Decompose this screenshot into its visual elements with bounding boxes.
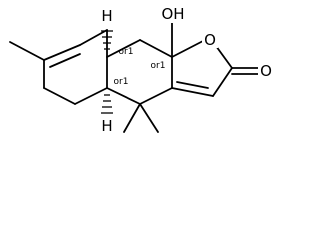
stereo-hydrogen-top (101, 30, 113, 50)
bond-left-methyl (9, 41, 45, 61)
bond-gem-methyl-left (123, 103, 141, 133)
hydroxyl-label: OH (161, 5, 184, 23)
ring-bonds (9, 22, 260, 133)
bond-c6-c5 (43, 87, 76, 105)
bond-c1-c7-double-inner (43, 44, 81, 61)
stereo-hydrogen-bottom (101, 94, 113, 114)
bond-c4-c4a (106, 87, 141, 105)
bond-gem-methyl-right (139, 103, 159, 133)
carbonyl-oxygen-label: O (260, 62, 272, 80)
stereo-label-lower-left: or1 (114, 77, 129, 87)
ring-oxygen-label: O (204, 31, 216, 49)
atom-labels: OH O O H H (100, 5, 274, 135)
bond-c1-c2 (79, 29, 108, 46)
bond-c9-o1 (171, 40, 204, 58)
stereo-labels: or1 or1 or1 (114, 47, 166, 87)
hydrogen-top-label: H (101, 7, 112, 25)
bond-o1-c2 (215, 45, 233, 69)
chemical-structure: OH O O H H or1 or1 or1 (9, 5, 274, 135)
bond-c8-c9 (139, 39, 173, 58)
bond-c3a-c4 (139, 87, 173, 105)
bond-c8a-c8 (106, 39, 141, 58)
stereo-label-upper-left: or1 (119, 47, 134, 57)
bond-c2-c3 (212, 67, 233, 97)
stereo-label-upper-right: or1 (151, 61, 166, 71)
bond-c3-c3a-double-outer (171, 87, 214, 97)
bond-c1-c7-double-outer (49, 53, 81, 68)
hydrogen-bottom-label: H (101, 117, 112, 135)
bond-c3-c3a-double-inner (176, 81, 209, 89)
bond-c5-c4a (74, 87, 108, 105)
